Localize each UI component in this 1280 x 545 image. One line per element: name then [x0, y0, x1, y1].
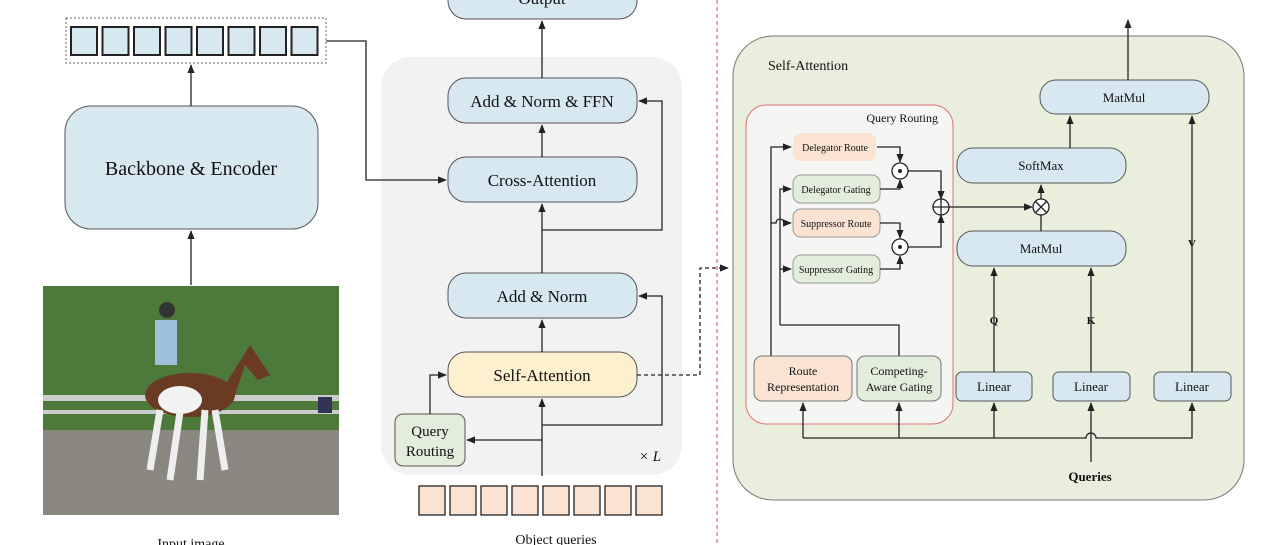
cag-label-2: Aware Gating — [866, 380, 933, 394]
token — [101, 26, 130, 56]
hadamard-icon — [891, 238, 909, 256]
query-routing-title: Query Routing — [866, 111, 938, 125]
token — [196, 26, 224, 56]
multiply-icon — [1032, 198, 1050, 216]
token — [635, 485, 663, 516]
object-query-tokens — [418, 485, 663, 516]
token — [542, 485, 570, 516]
route-representation-box — [753, 355, 853, 402]
linear-k-label: Linear — [1074, 379, 1109, 394]
delegator-route-box — [793, 133, 876, 161]
add-icon — [932, 198, 950, 216]
route-rep-label-1: Route — [789, 364, 818, 378]
query-routing-label-1: Query — [411, 424, 449, 440]
softmax-label: SoftMax — [1018, 158, 1064, 173]
repeat-label: × L — [639, 449, 661, 465]
matmul-label: MatMul — [1020, 241, 1063, 256]
delegator-gating-label: Delegator Gating — [801, 185, 870, 196]
token — [573, 485, 601, 516]
suppressor-gating-label: Suppressor Gating — [799, 265, 873, 276]
queries-label: Queries — [1068, 469, 1111, 484]
token — [449, 485, 477, 516]
token — [418, 485, 446, 516]
linear-v-label: Linear — [1175, 379, 1210, 394]
matmul-top-box — [1039, 79, 1210, 115]
competing-aware-gating-box — [856, 355, 942, 402]
token — [604, 485, 632, 516]
query-routing-label-2: Routing — [406, 444, 455, 460]
token — [227, 26, 256, 56]
add-norm-ffn-label: Add & Norm & FFN — [470, 92, 614, 111]
matmul-top-label: MatMul — [1103, 90, 1146, 105]
token — [133, 26, 161, 56]
input-image — [43, 286, 339, 515]
route-rep-label-2: Representation — [767, 380, 839, 394]
hadamard-icon — [891, 162, 909, 180]
backbone-label: Backbone & Encoder — [105, 158, 277, 180]
token — [290, 26, 319, 56]
add-norm-label: Add & Norm — [497, 287, 588, 306]
linear-q-label: Linear — [977, 379, 1012, 394]
self-attention-title: Self-Attention — [768, 59, 848, 74]
output-box — [447, 0, 638, 20]
delegator-route-label: Delegator Route — [802, 143, 868, 154]
feature-tokens — [65, 17, 327, 64]
object-queries-caption: Object queries — [515, 533, 596, 545]
self-attention-label: Self-Attention — [493, 366, 591, 385]
token — [164, 26, 193, 56]
softmax-box — [956, 147, 1127, 184]
token — [70, 26, 98, 56]
token — [511, 485, 539, 516]
cag-label-1: Competing- — [870, 364, 927, 378]
token — [259, 26, 287, 56]
input-image-caption: Input image — [157, 537, 224, 545]
output-label: Output — [518, 0, 566, 8]
suppressor-route-label: Suppressor Route — [801, 219, 872, 230]
cross-attention-label: Cross-Attention — [488, 171, 597, 190]
token — [480, 485, 508, 516]
